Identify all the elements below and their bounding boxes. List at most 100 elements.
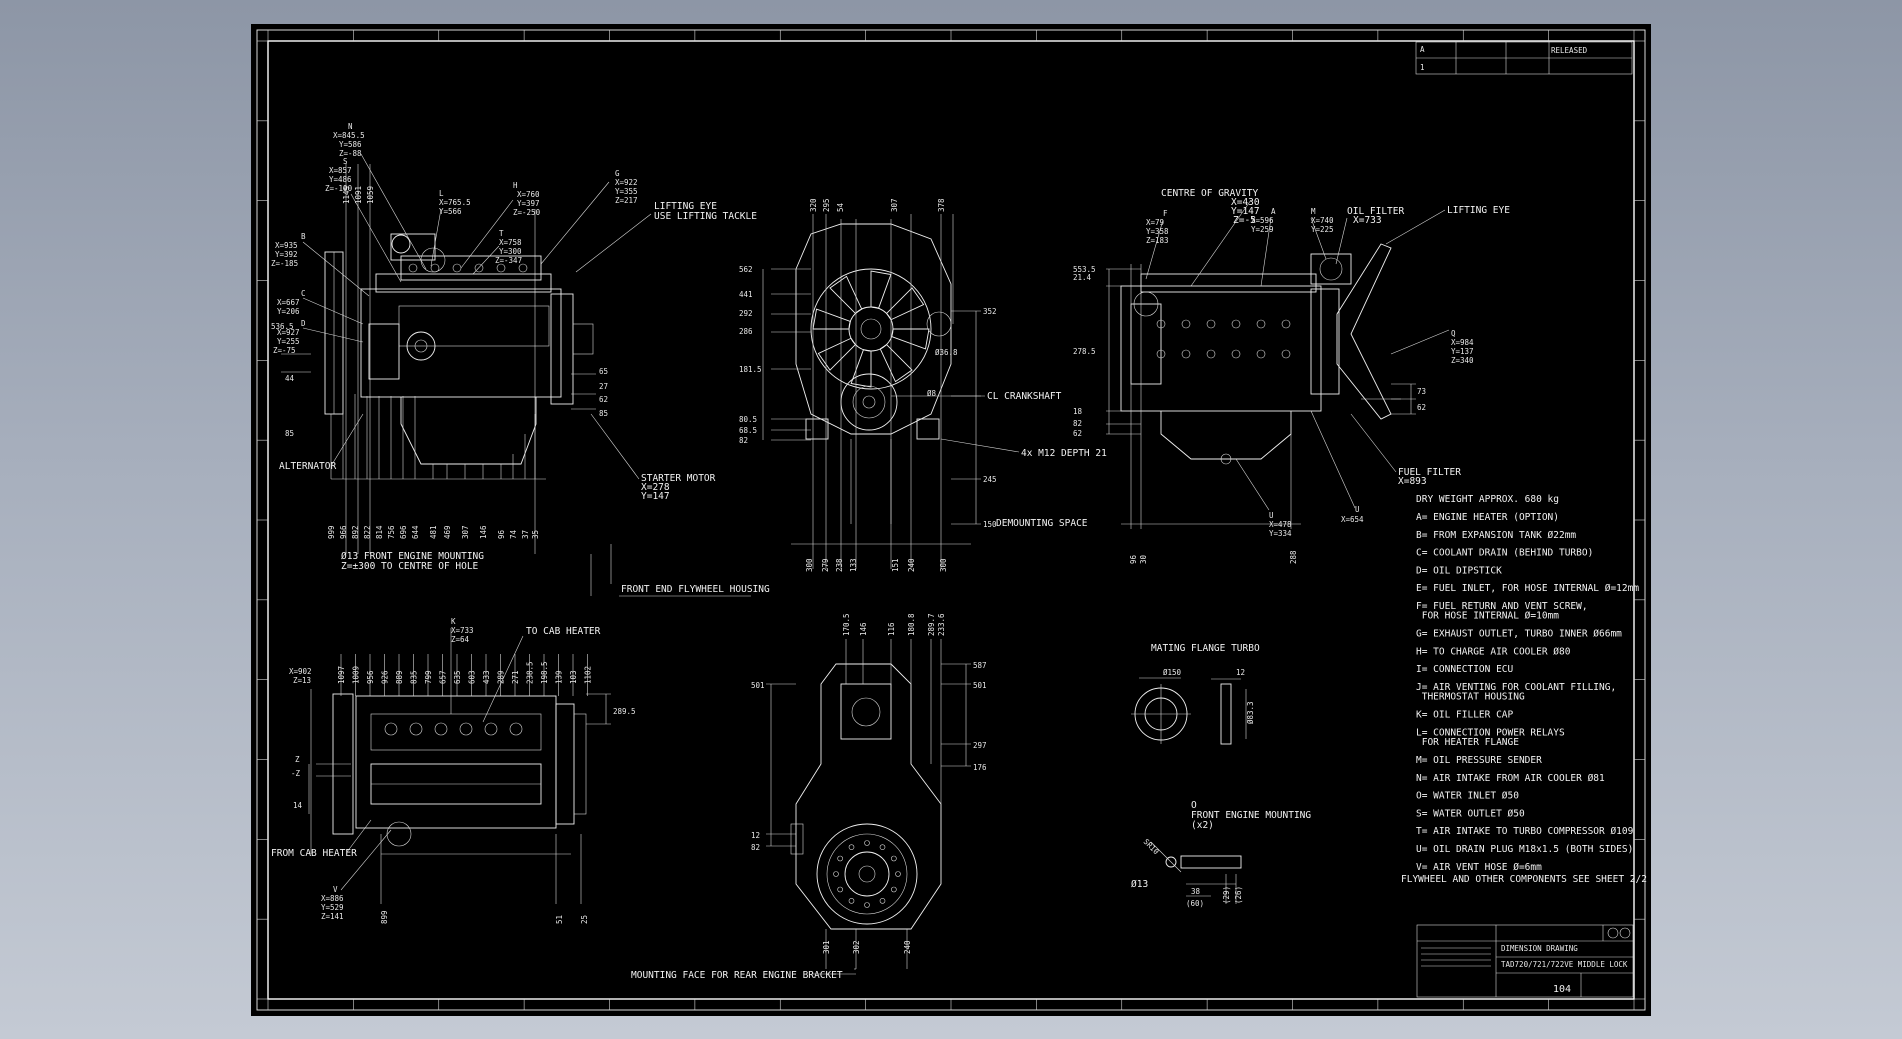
rear-bottom-dim: 240: [903, 940, 912, 954]
side-right-left-dim: 278.5: [1073, 347, 1096, 356]
rear-left-dim: 501: [751, 681, 765, 690]
front-end-flywheel-label: FRONT END FLYWHEEL HOUSING: [621, 584, 770, 595]
legend-item: D= OIL DIPSTICK: [1416, 565, 1502, 576]
side-right-bottom-dim: 288: [1289, 550, 1298, 564]
rear-right-dim: 176: [973, 763, 987, 772]
side-right-left-dim: 62: [1073, 429, 1082, 438]
side-left-right-dim: 27: [599, 382, 608, 391]
flange-title: MATING FLANGE TURBO: [1151, 643, 1260, 654]
fan-blade: [850, 349, 872, 388]
top-view-top-dim: 1009: [352, 666, 361, 684]
flywheel-bolt: [879, 898, 886, 904]
fan-blade: [870, 270, 892, 309]
front-right-dim: 150: [983, 520, 997, 529]
mount-dim-26: (26): [1234, 886, 1243, 904]
side-left-bottom-dim: 892: [351, 525, 360, 539]
top-view-bottom-dim: 51: [555, 915, 564, 924]
front-bottom-dim: 238: [835, 558, 844, 572]
legend-item: U= OIL DRAIN PLUG M18x1.5 (BOTH SIDES): [1416, 844, 1633, 855]
flywheel-bolt: [891, 886, 897, 893]
top-view-top-dim: 799: [424, 670, 433, 684]
rear-right-dim: 297: [973, 741, 987, 750]
top-view-top-dim: 139: [555, 670, 564, 684]
drawing-sheet: RELEASED A 1 DIMENSION DRAWING TAD720/72…: [251, 24, 1651, 1016]
side-left-bottom-dim: 644: [411, 525, 420, 539]
flange-dim-dia83: Ø83.3: [1246, 701, 1255, 724]
top-view-top-dim: 103: [569, 670, 578, 684]
legend-item: A= ENGINE HEATER (OPTION): [1416, 512, 1559, 523]
side-left-bottom-dim: 307: [461, 525, 470, 539]
front-right-dim: Ø36.8: [935, 348, 958, 357]
flywheel-bolt: [837, 855, 843, 862]
legend-item: S= WATER OUTLET Ø50: [1416, 808, 1525, 819]
front-top-dim: 320: [809, 198, 818, 212]
fan-blade: [879, 343, 913, 383]
side-right-right-dim: 62: [1417, 403, 1426, 412]
legend: DRY WEIGHT APPROX. 680 kg A= ENGINE HEAT…: [1401, 494, 1647, 885]
top-view-top-dim: 926: [381, 670, 390, 684]
drawing-canvas: RELEASED A 1 DIMENSION DRAWING TAD720/72…: [256, 29, 1647, 1011]
flange-dim-dia150: Ø150: [1163, 668, 1182, 677]
mating-flange-detail: MATING FLANGE TURBO Ø150 12 Ø83.3: [1131, 643, 1260, 745]
front-bottom-dim: 151: [891, 558, 900, 572]
flywheel-bolt: [864, 840, 870, 846]
rear-bottom-dim: 302: [852, 940, 861, 954]
front-top-dim: 295: [822, 198, 831, 212]
thread-note: 4x M12 DEPTH 21: [1021, 448, 1107, 459]
mount-dim-sr10: SR10: [1142, 837, 1161, 856]
side-left-bottom-dim: 696: [399, 525, 408, 539]
front-left-dim: 441: [739, 290, 753, 299]
mounting-face-label: MOUNTING FACE FOR REAR ENGINE BRACKET: [631, 970, 843, 981]
front-right-dim: Ø8: [927, 389, 937, 398]
legend-item: I= CONNECTION ECU: [1416, 664, 1514, 675]
rear-top-dim: 170.5: [842, 613, 851, 636]
front-left-dim: 562: [739, 265, 753, 274]
top-view-top-dim: 657: [439, 670, 448, 684]
drawing-subtitle: TAD720/721/722VE MIDDLE LOCK: [1501, 960, 1628, 969]
top-view-top-dim: 956: [366, 670, 375, 684]
side-left-bottom-dim: 481: [429, 525, 438, 539]
mount-dim-dia13: Ø13: [1131, 879, 1148, 890]
top-view-top-dim: 1097: [337, 666, 346, 684]
legend-items: A= ENGINE HEATER (OPTION)B= FROM EXPANSI…: [1416, 512, 1639, 873]
top-view-top-dim: 271: [511, 670, 520, 684]
title-block: DIMENSION DRAWING TAD720/721/722VE MIDDL…: [1416, 924, 1634, 998]
legend-footer: FLYWHEEL AND OTHER COMPONENTS SEE SHEET …: [1401, 874, 1647, 885]
side-left-right-dim: 62: [599, 395, 608, 404]
rear-top-dim: 146: [859, 622, 868, 636]
svg-text:1: 1: [1420, 63, 1425, 72]
top-view-top-dim: 835: [410, 670, 419, 684]
side-left-top-dim: 1149: [342, 186, 351, 204]
front-left-dim: 181.5: [739, 365, 762, 374]
legend-item: E= FUEL INLET, FOR HOSE INTERNAL Ø=12mm: [1416, 583, 1639, 594]
flywheel-bolt: [891, 855, 897, 862]
axis-label: Z: [295, 755, 300, 764]
top-view-top-dim: 198.5: [540, 661, 549, 684]
fan-blade: [812, 308, 851, 330]
sheet-number: 104: [1553, 984, 1571, 995]
side-left-bottom-dim: 999: [327, 525, 336, 539]
side-right-bottom-dim: 30: [1139, 554, 1148, 564]
side-left-bottom-dim: 37: [521, 530, 530, 539]
alternator-label: ALTERNATOR: [279, 461, 336, 472]
top-view-top-dim: 1102: [584, 666, 593, 684]
